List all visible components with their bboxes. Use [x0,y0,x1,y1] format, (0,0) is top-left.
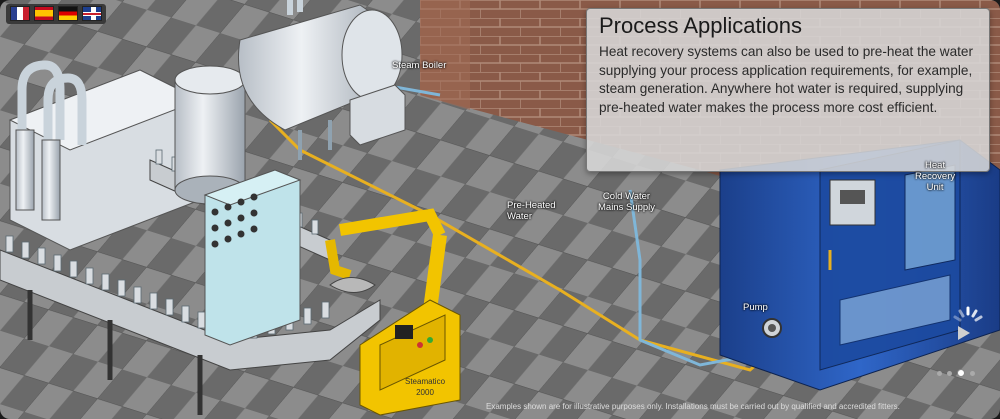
slide-dot-3-active[interactable] [957,369,965,377]
info-panel-title: Process Applications [599,13,802,38]
cold-water-pipe [628,189,781,367]
disclaimer-text: Examples shown are for illustrative purp… [486,402,900,411]
slide-dot-2[interactable] [947,370,952,376]
info-panel-body: Heat recovery systems can also be used t… [599,44,974,115]
label-cold-water-mains-supply: Cold Water Mains Supply [598,191,656,213]
steam-boiler [238,0,406,160]
steamatico-robot [325,208,461,416]
label-heat-recovery-unit: Heat Recovery Unit [915,160,956,193]
label-pump: Pump [743,302,768,313]
flag-uk-icon[interactable] [82,6,102,21]
slide-dot-1[interactable] [937,370,942,376]
conveyor-belt [0,249,381,371]
flag-spain-icon[interactable] [34,6,54,21]
info-panel: Process Applications Heat recovery syste… [586,8,990,172]
storage-tank [174,65,246,205]
language-selector [6,4,106,24]
slide-pagination [937,369,975,377]
label-steamatico: Steamatico 2000 [405,377,446,397]
play-icon[interactable] [950,305,986,341]
label-steam-boiler: Steam Boiler [392,60,447,71]
flag-france-icon[interactable] [10,6,30,21]
pump [762,318,782,338]
label-pre-heated-water: Pre-Heated Water [507,200,556,222]
flag-germany-icon[interactable] [58,6,78,21]
slide-dot-4[interactable] [970,370,975,376]
control-panel [203,169,302,346]
